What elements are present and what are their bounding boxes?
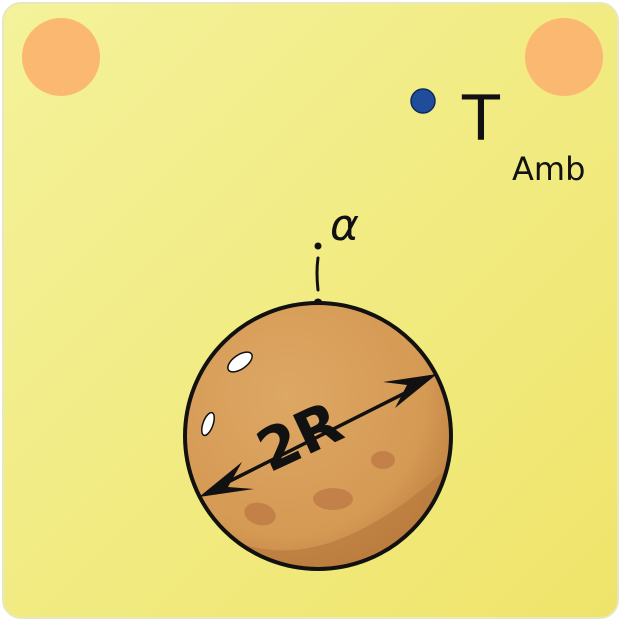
diameter-arrowhead-left [199, 462, 254, 497]
sphere-spot [371, 451, 395, 469]
ambient-probe-dot [410, 88, 436, 114]
sphere-highlight [227, 351, 253, 373]
diameter-arrowhead-right [383, 374, 437, 408]
corner-circle-top-right [525, 18, 603, 96]
sphere-highlight [201, 411, 215, 437]
sphere-spot [313, 488, 353, 510]
diameter-line [225, 386, 416, 485]
corner-circle-top-left [22, 18, 100, 96]
sphere-outline [183, 301, 453, 571]
alpha-dot [314, 242, 322, 250]
sphere-spot [244, 502, 276, 526]
alpha-connector [315, 256, 320, 292]
ambient-temperature-symbol: T [461, 82, 501, 155]
alpha-label: α [330, 200, 359, 251]
ambient-temperature-subscript: Amb [512, 150, 585, 188]
